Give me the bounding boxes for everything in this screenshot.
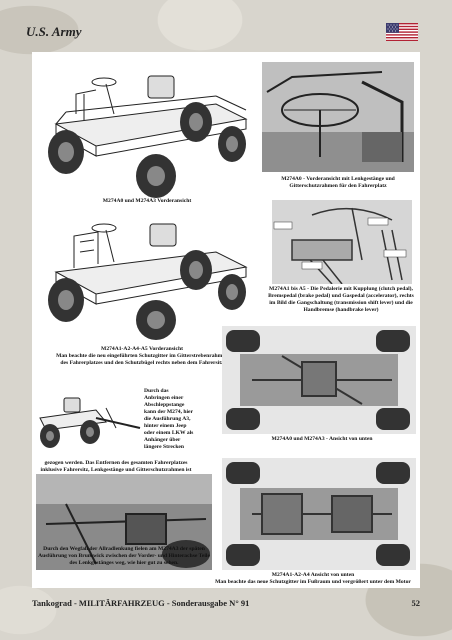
fig1-caption: M274A0 und M274A3 Vorderansicht	[102, 198, 192, 204]
us-flag-icon	[386, 23, 418, 41]
footer-text: Tankograd - MILITÄRFAHRZEUG - Sonderausg…	[32, 598, 250, 608]
steering-linkage-photo	[36, 474, 212, 570]
page-header-title: U.S. Army	[26, 24, 82, 39]
steering-photo	[262, 62, 414, 172]
fig8-caption: M274A1-A2-A4 Ansicht von unten Man beach…	[215, 572, 411, 585]
underside-photo-a1	[222, 458, 416, 570]
fig5-side-caption: Durch das Anbringen einer Abschleppstang…	[144, 388, 194, 450]
page-number: 52	[411, 598, 421, 608]
m274a1-front-view-drawing	[48, 223, 248, 340]
fig3-caption: M274A1 bis A5 - Die Pedalerie mit Kupplu…	[268, 286, 414, 313]
fig6-caption: M274A0 und M274A3 - Ansicht von unten	[271, 436, 373, 442]
underside-photo-a0	[222, 326, 416, 434]
fig7-caption: Durch den Wegfall der Allradlenkung fiel…	[38, 546, 210, 566]
fig4-caption: M274A1-A2-A4-A5 Vorderansicht Man beacht…	[56, 346, 228, 366]
pedal-photo	[272, 200, 412, 284]
content-panel: M274A0 und M274A3 Vorderansicht M274A0 -…	[32, 52, 420, 588]
fig2-caption: M274A0 - Vorderansicht mit Lenkgestänge …	[281, 176, 395, 189]
towing-side-drawing	[39, 397, 141, 448]
m274a0-front-view-drawing	[48, 75, 248, 198]
